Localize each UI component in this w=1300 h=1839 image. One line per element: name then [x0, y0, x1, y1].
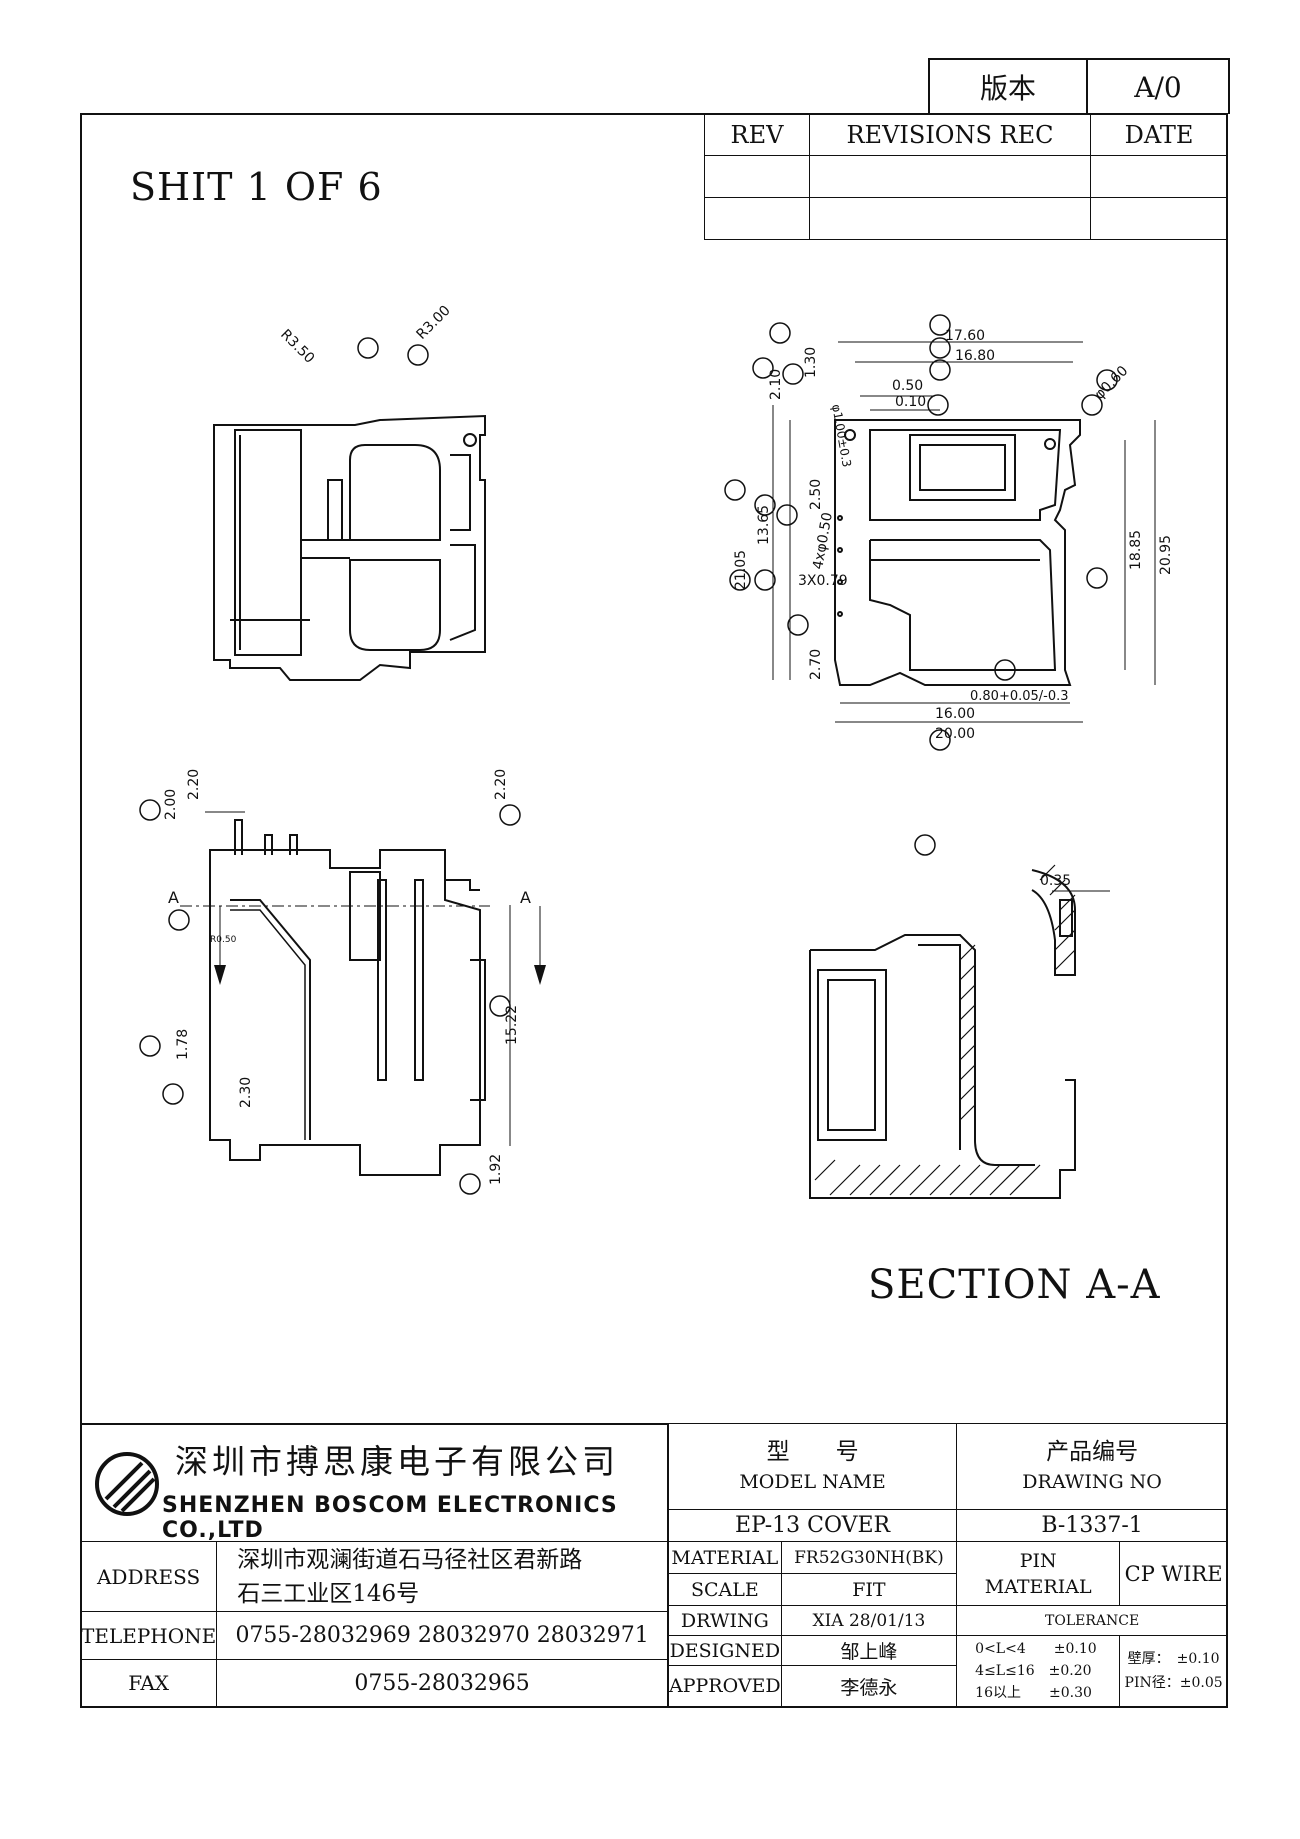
dim-220-right: 2.20: [493, 769, 509, 800]
inspection-balloons: [139, 314, 1118, 1195]
dim-1600: 16.00: [935, 706, 975, 722]
version-box: 版本 A/0: [928, 58, 1230, 114]
dim-phi100: φ1.00±0.3: [829, 403, 854, 468]
contact-table: ADDRESS 深圳市观澜街道石马径社区君新路 石三工业区146号 TELEPH…: [79, 1541, 668, 1707]
pin-material-label-1: PIN: [1019, 1549, 1057, 1572]
approved-value: 李德永: [780, 1665, 958, 1707]
date-header: DATE: [1090, 113, 1228, 156]
address-line2: 石三工业区146号: [237, 1580, 420, 1607]
drwing-label: DRWING: [668, 1605, 782, 1636]
drwing-value: XIA 28/01/13: [780, 1605, 958, 1636]
tolerance-label: TOLERANCE: [956, 1605, 1228, 1636]
tolerance-range-3: 16以上 ±0.30: [975, 1685, 1092, 1701]
company-name-cn: 深圳市搏思康电子有限公司: [175, 1442, 619, 1481]
address-line1: 深圳市观澜街道石马径社区君新路: [237, 1546, 583, 1573]
scale-label: SCALE: [668, 1573, 782, 1606]
dim-200: 2.00: [163, 789, 179, 820]
rev-header: REV: [704, 113, 810, 156]
dim-r050: R0.50: [210, 935, 237, 945]
dim-r350: R3.50: [277, 327, 317, 367]
dim-4xphi050: 4xφ0.50: [810, 511, 836, 571]
section-marker-a-right: A: [520, 888, 531, 907]
dim-3x079: 3X0.79: [798, 573, 848, 589]
tolerance-pin: PIN径：±0.05: [1124, 1675, 1223, 1691]
dim-050: 0.50: [892, 378, 923, 394]
dim-230: 2.30: [238, 1077, 254, 1108]
dim-1885: 18.85: [1128, 530, 1144, 570]
telephone-label: TELEPHONE: [79, 1611, 218, 1660]
pin-material-label-2: MATERIAL: [984, 1575, 1092, 1598]
dim-010: 0.10: [895, 394, 926, 410]
side-view: [209, 819, 486, 1176]
dim-2105: 21.05: [733, 550, 749, 590]
pin-material-value: CP WIRE: [1119, 1541, 1228, 1606]
top-view: [213, 414, 486, 681]
right-view: [834, 419, 1081, 686]
telephone-value: 0755-28032969 28032970 28032971: [216, 1611, 668, 1660]
dim-192: 1.92: [488, 1154, 504, 1185]
material-value: FR52G30NH(BK): [780, 1541, 958, 1574]
dim-1680: 16.80: [955, 348, 995, 364]
dim-2095: 20.95: [1158, 535, 1174, 575]
revisions-rec-header: REVISIONS REC: [809, 113, 1091, 156]
designed-label: DESIGNED: [668, 1635, 782, 1666]
sheet-label: SHIT 1 OF 6: [130, 165, 383, 209]
revision-table: REV REVISIONS REC DATE: [704, 113, 1228, 240]
drawing-views: R3.50 R3.00 17.60 16.80 0.50 0.10 1.30 φ…: [139, 303, 1174, 1199]
model-label-en: MODEL NAME: [739, 1470, 886, 1493]
scale-value: FIT: [780, 1573, 958, 1606]
tolerance-range-2: 4≤L≤16 ±0.20: [975, 1663, 1092, 1679]
drawing-frame: [80, 113, 1228, 1708]
model-name-value: EP-13 COVER: [667, 1509, 958, 1542]
section-title: SECTION A-A: [868, 1262, 1161, 1308]
drawing-label-en: DRAWING NO: [1022, 1470, 1162, 1493]
company-block: 深圳市搏思康电子有限公司 SHENZHEN BOSCOM ELECTRONICS…: [80, 1423, 668, 1543]
model-name-header: 型 号 MODEL NAME: [667, 1423, 958, 1510]
drawing-no-value: B-1337-1: [956, 1509, 1228, 1542]
drawing-no-header: 产品编号 DRAWING NO: [956, 1423, 1228, 1510]
rev-cell: [809, 155, 1091, 198]
model-table: 型 号 MODEL NAME 产品编号 DRAWING NO EP-13 COV…: [667, 1423, 1228, 1707]
tolerance-special: 壁厚： ±0.10 PIN径：±0.05: [1119, 1635, 1228, 1707]
tolerance-wall: 壁厚： ±0.10: [1127, 1651, 1220, 1667]
tolerance-ranges: 0<L<4 ±0.10 4≤L≤16 ±0.20 16以上 ±0.30: [956, 1635, 1121, 1707]
rev-cell: [704, 155, 810, 198]
section-view: [809, 869, 1076, 1199]
dim-220-left: 2.20: [186, 769, 202, 800]
version-label: 版本: [930, 60, 1088, 114]
dim-130: 1.30: [803, 347, 819, 378]
rev-cell: [809, 197, 1091, 240]
designed-value: 邹上峰: [780, 1635, 958, 1666]
rev-cell: [1090, 155, 1228, 198]
section-marker-a-left: A: [168, 888, 179, 907]
company-name-en: SHENZHEN BOSCOM ELECTRONICS CO.,LTD: [162, 1493, 618, 1543]
dim-2000: 20.00: [935, 726, 975, 742]
dim-250: 2.50: [808, 479, 824, 510]
company-logo: [95, 1452, 159, 1516]
address-value: 深圳市观澜街道石马径社区君新路 石三工业区146号: [216, 1541, 668, 1612]
fax-value: 0755-28032965: [216, 1659, 668, 1707]
rev-cell: [704, 197, 810, 240]
dim-210: 2.10: [768, 369, 784, 400]
dim-178: 1.78: [175, 1029, 191, 1060]
model-label-cn: 型 号: [766, 1438, 859, 1465]
fax-label: FAX: [79, 1659, 218, 1707]
dim-1365: 13.65: [756, 505, 772, 545]
drawing-label-cn: 产品编号: [1046, 1438, 1139, 1465]
tolerance-range-1: 0<L<4 ±0.10: [975, 1641, 1097, 1657]
dim-1760: 17.60: [945, 328, 985, 344]
dim-270: 2.70: [808, 649, 824, 680]
dim-r300: R3.00: [414, 303, 454, 343]
dim-080: 0.80+0.05/-0.3: [970, 689, 1069, 704]
dim-1522: 15.22: [504, 1005, 520, 1045]
rev-cell: [1090, 197, 1228, 240]
dim-035: 0.35: [1040, 873, 1071, 889]
approved-label: APPROVED: [668, 1665, 782, 1707]
pin-material-label: PIN MATERIAL: [956, 1541, 1121, 1606]
section-hatching: [814, 864, 1076, 1196]
address-label: ADDRESS: [79, 1541, 218, 1612]
material-label: MATERIAL: [668, 1541, 782, 1574]
version-value: A/0: [1134, 70, 1182, 104]
